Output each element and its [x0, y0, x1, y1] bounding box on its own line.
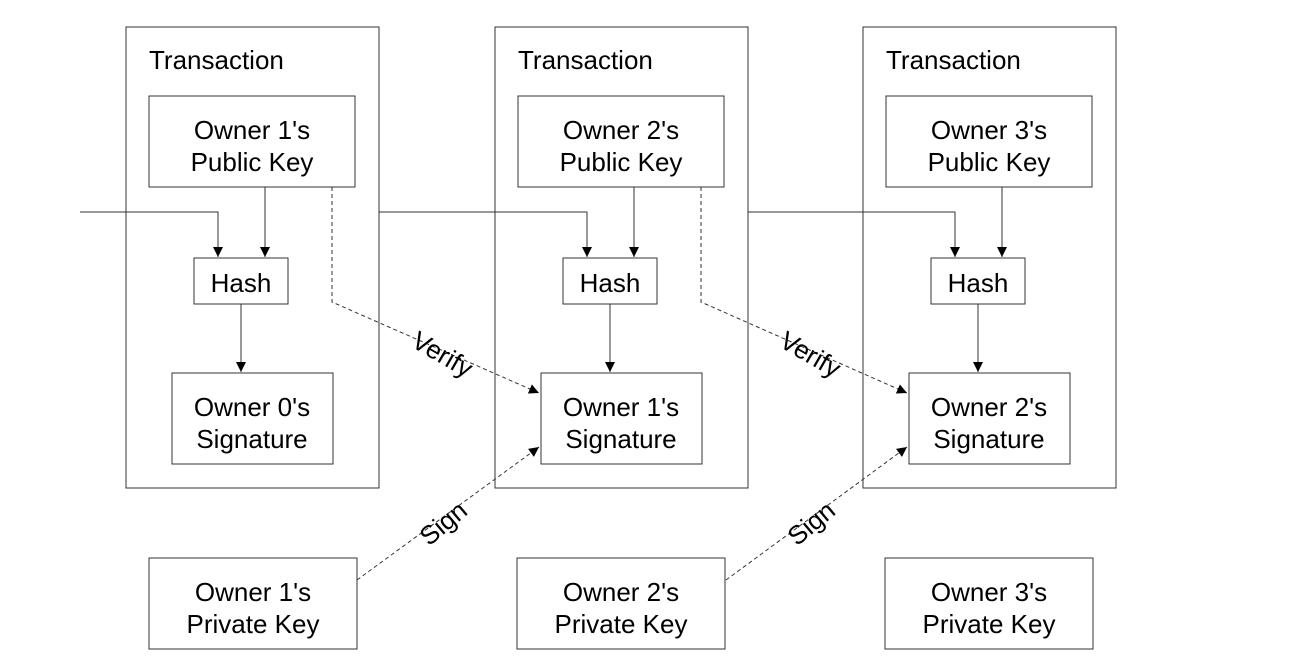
transaction-title-3: Transaction: [886, 45, 1021, 75]
signature-label-1: Owner 0's: [194, 392, 310, 422]
public-key-label-2: Public Key: [560, 147, 683, 177]
hash-label-2: Hash: [580, 268, 641, 298]
public-key-label-1: Owner 1's: [194, 115, 310, 145]
transaction-title-2: Transaction: [518, 45, 653, 75]
signature-box-1: [171, 372, 334, 465]
sign-label-1: Sign: [414, 495, 473, 551]
private-key-label-3: Private Key: [923, 609, 1056, 639]
previous-transaction-link-1: [80, 211, 223, 257]
hash-box-3: [930, 257, 1026, 305]
transaction-title-1: Transaction: [149, 45, 284, 75]
signature-box-2: [540, 372, 703, 465]
private-key-box-3: [884, 557, 1094, 650]
signature-box-3: [908, 372, 1071, 465]
public-key-label-3: Public Key: [928, 147, 1051, 177]
private-key-label-2: Private Key: [555, 609, 688, 639]
public-key-label-3: Owner 3's: [931, 115, 1047, 145]
private-key-label-2: Owner 2's: [563, 577, 679, 607]
signature-label-1: Signature: [196, 424, 307, 454]
signature-label-3: Owner 2's: [931, 392, 1047, 422]
public-key-box-2: [517, 95, 725, 188]
hash-label-1: Hash: [211, 268, 272, 298]
previous-transaction-link-2: [379, 211, 592, 257]
verify-label-1: Verify: [407, 325, 478, 383]
private-key-label-1: Private Key: [187, 609, 320, 639]
signature-label-3: Signature: [933, 424, 1044, 454]
hash-box-1: [193, 257, 289, 305]
sign-label-2: Sign: [782, 495, 841, 551]
signature-label-2: Owner 1's: [563, 392, 679, 422]
signature-label-2: Signature: [565, 424, 676, 454]
private-key-label-3: Owner 3's: [931, 577, 1047, 607]
public-key-label-2: Owner 2's: [563, 115, 679, 145]
hash-label-3: Hash: [948, 268, 1009, 298]
public-key-label-1: Public Key: [191, 147, 314, 177]
public-key-box-3: [885, 95, 1093, 188]
sign-arrow-1: [356, 446, 540, 581]
sign-arrow-2: [725, 446, 908, 581]
verify-arrow-2: [700, 187, 908, 394]
verify-arrow-1: [331, 187, 540, 394]
private-key-box-2: [516, 557, 726, 650]
public-key-box-1: [148, 95, 356, 188]
previous-transaction-link-3: [748, 211, 960, 257]
private-key-label-1: Owner 1's: [195, 577, 311, 607]
private-key-box-1: [148, 557, 358, 650]
verify-label-2: Verify: [775, 325, 846, 383]
